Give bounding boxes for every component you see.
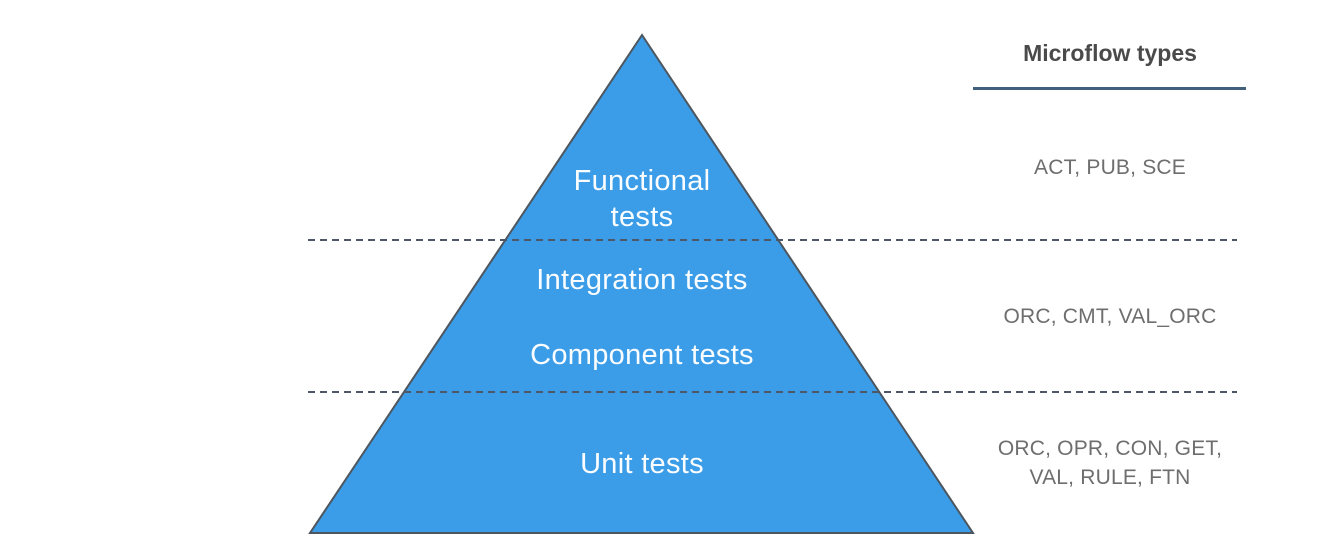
pyramid-level-functional-tests: Functional tests: [573, 165, 711, 233]
microflow-types-functional-group: ACT, PUB, SCE: [1034, 156, 1186, 179]
microflow-types-unit-group: ORC, OPR, CON, GET, VAL, RULE, FTN: [997, 437, 1223, 489]
pyramid-level-unit-tests: Unit tests: [580, 448, 704, 480]
microflow-types-heading: Microflow types: [1023, 40, 1197, 66]
pyramid-level-component-tests: Component tests: [530, 339, 754, 371]
heading-underline: [973, 87, 1246, 90]
pyramid-triangle: [308, 33, 975, 534]
pyramid-level-integration-tests: Integration tests: [536, 264, 748, 296]
microflow-types-integration-group: ORC, CMT, VAL_ORC: [1003, 305, 1217, 328]
